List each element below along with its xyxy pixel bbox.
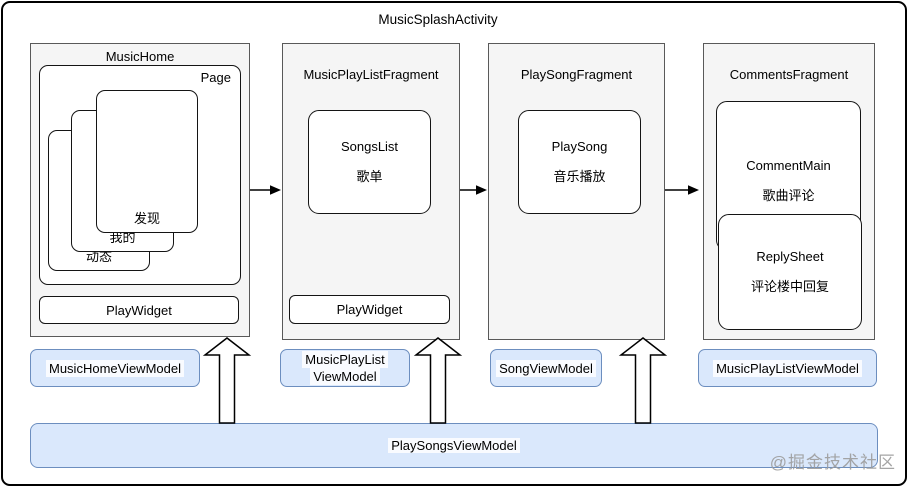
viewmodel-playsongs: PlaySongsViewModel [30, 423, 878, 468]
songslist-label-cn: 歌单 [356, 169, 383, 184]
viewmodel-label: SongViewModel [496, 359, 596, 377]
card-label: 发现 [133, 211, 160, 226]
viewmodel-musicplaylist: MusicPlayList ViewModel [280, 349, 410, 387]
page-label: Page [200, 70, 231, 85]
panel-musicplaylistfragment: MusicPlayListFragment SongsList 歌单 PlayW… [282, 43, 460, 340]
commentmain-label: CommentMain [746, 158, 831, 173]
arrow-playlist-to-playsong [460, 185, 487, 195]
play-widget-playlist: PlayWidget [289, 295, 450, 324]
commentmain-label-cn: 歌曲评论 [762, 188, 815, 203]
songslist-label: SongsList [340, 139, 399, 154]
panel-title-playsongfragment: PlaySongFragment [520, 67, 633, 82]
replysheet-label-cn: 评论楼中回复 [750, 279, 829, 294]
viewmodel-label: MusicPlayListViewModel [713, 359, 862, 377]
arrow-playsong-to-comments [665, 185, 699, 195]
play-widget-musichome: PlayWidget [39, 296, 239, 324]
playsong-box: PlaySong 音乐播放 [518, 110, 641, 214]
viewmodel-song: SongViewModel [490, 349, 602, 387]
play-widget-label: PlayWidget [106, 302, 172, 318]
panel-playsongfragment: PlaySongFragment PlaySong 音乐播放 [488, 43, 665, 340]
page-container: Page 动态 我的 发现 [39, 65, 241, 285]
panel-musichome: MusicHome Page 动态 我的 发现 PlayWidget [30, 43, 250, 337]
viewmodel-musichome: MusicHomeViewModel [30, 349, 200, 387]
playsong-label: PlaySong [551, 139, 608, 154]
viewmodel-label: ViewModel [310, 368, 380, 385]
viewmodel-label: MusicHomeViewModel [46, 359, 184, 377]
replysheet-box: ReplySheet 评论楼中回复 [718, 214, 862, 330]
card-label: 动态 [85, 249, 112, 264]
watermark: @掘金技术社区 [769, 453, 896, 472]
viewmodel-label: PlaySongsViewModel [388, 438, 520, 453]
playsong-label-cn: 音乐播放 [553, 169, 606, 184]
panel-title-musichome: MusicHome [105, 49, 175, 64]
panel-title-musicplaylistfragment: MusicPlayListFragment [303, 67, 439, 82]
diagram-title: MusicSplashActivity [378, 12, 498, 27]
viewmodel-label: MusicPlayList [302, 351, 388, 368]
card-label: 我的 [109, 230, 136, 245]
songslist-box: SongsList 歌单 [308, 110, 431, 214]
replysheet-label: ReplySheet [756, 249, 824, 264]
viewmodel-musicplaylist-2: MusicPlayListViewModel [698, 349, 877, 387]
up-arrow-3 [618, 337, 668, 424]
up-arrow-1 [202, 337, 252, 424]
page-card-faxian: 发现 [96, 90, 198, 233]
up-arrow-2 [413, 337, 463, 424]
panel-commentsfragment: CommentsFragment CommentMain 歌曲评论 ReplyS… [703, 43, 875, 340]
arrow-home-to-playlist [250, 185, 281, 195]
panel-title-commentsfragment: CommentsFragment [729, 67, 849, 82]
play-widget-label: PlayWidget [336, 302, 403, 317]
